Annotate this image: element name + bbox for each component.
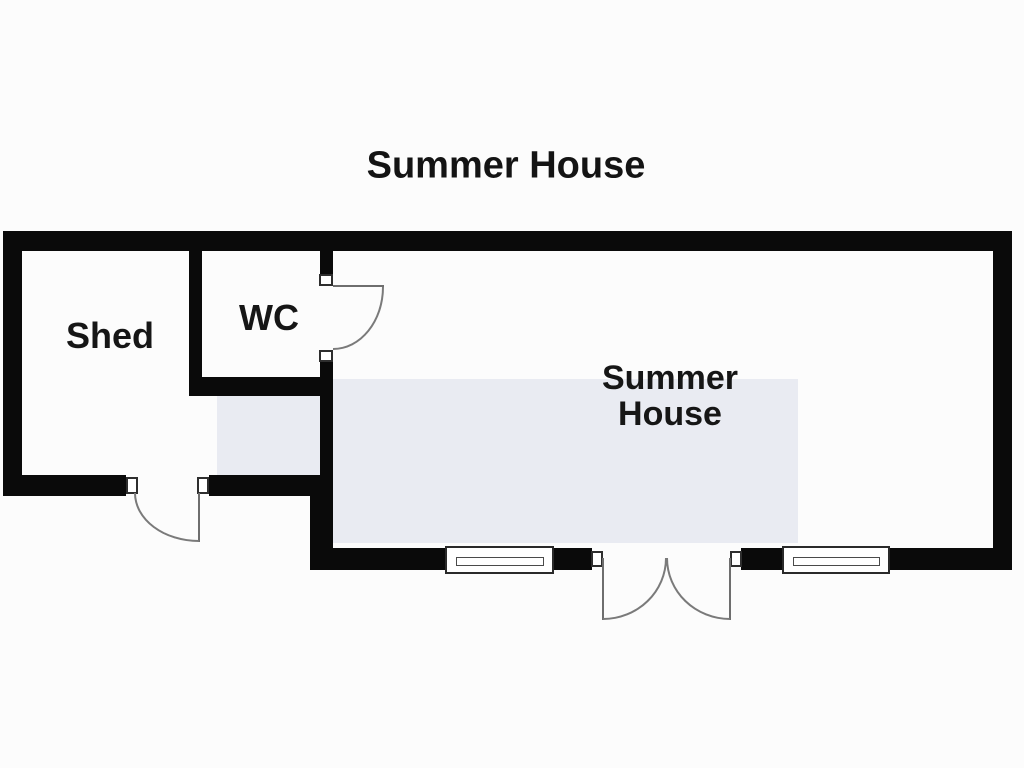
floor-highlight-passage [217, 396, 320, 475]
floor-highlight-main [333, 379, 798, 543]
wall-shed-bottom-right [209, 475, 333, 496]
plan-title: Summer House [366, 144, 646, 187]
room-label-shed: Shed [65, 315, 155, 356]
window-1 [445, 546, 554, 574]
wall-right [993, 231, 1012, 570]
wall-bottom-b [554, 548, 592, 570]
wall-shed-wc-divider [189, 231, 202, 396]
wall-summerhouse-left-lower [310, 475, 333, 570]
window-2 [782, 546, 890, 574]
wall-top [3, 231, 1012, 251]
wall-bottom-d [890, 548, 1012, 570]
room-label-wc: WC [239, 297, 299, 338]
wall-shed-bottom-left [3, 475, 126, 496]
wall-wc-right-lower [320, 362, 333, 396]
jamb-french-door-right [730, 551, 742, 567]
window-1-glazing [456, 557, 544, 566]
shed-door-swing-arc [134, 493, 199, 542]
wall-passage-right [320, 396, 333, 475]
wc-door-leaf [333, 285, 384, 287]
jamb-shed-door-right [197, 477, 209, 494]
shed-door-leaf [198, 493, 200, 542]
room-label-summer-house: Summer House [601, 359, 739, 433]
wall-wc-bottom [189, 377, 333, 396]
jamb-wc-door-top [319, 274, 333, 286]
window-2-glazing [793, 557, 880, 566]
french-door-right-leaf [729, 558, 731, 620]
wall-bottom-c [741, 548, 782, 570]
french-door-left-swing-arc [603, 558, 667, 620]
jamb-shed-door-left [126, 477, 138, 494]
wall-left [3, 231, 22, 496]
wall-bottom-a [310, 548, 445, 570]
french-door-right-swing-arc [666, 558, 730, 620]
jamb-wc-door-bottom [319, 350, 333, 362]
wall-wc-right-upper [320, 251, 333, 274]
wc-door-swing-arc [333, 287, 384, 350]
